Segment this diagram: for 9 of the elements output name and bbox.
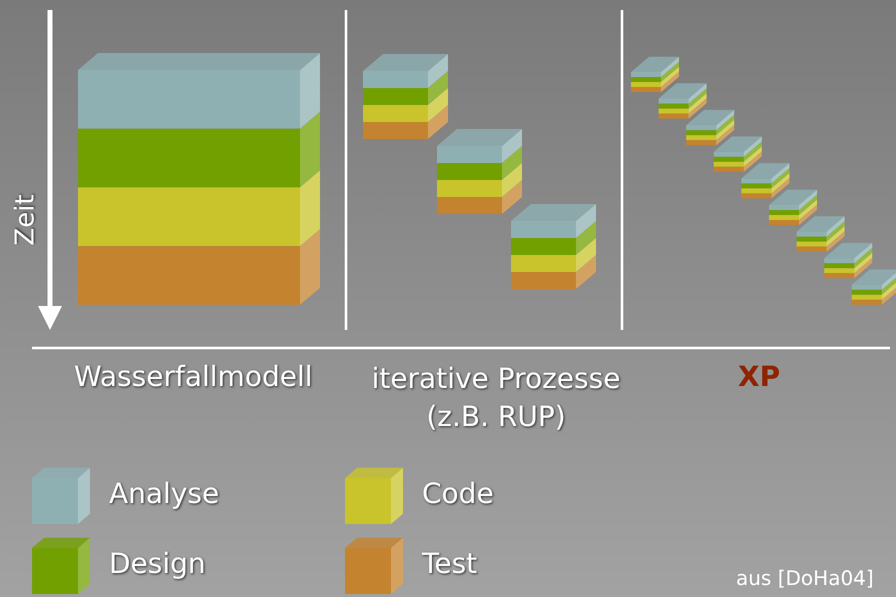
column-heading: iterative Prozesse (z.B. RUP) <box>370 361 622 435</box>
legend-label: Design <box>109 547 206 580</box>
column-heading: Wasserfallmodell <box>74 360 313 393</box>
legend-label: Analyse <box>109 477 220 510</box>
source-note: aus [DoHa04] <box>736 566 874 590</box>
column-heading: XP <box>738 360 780 393</box>
axis-label: Zeit <box>10 194 41 246</box>
legend-label: Code <box>422 477 494 510</box>
legend-label: Test <box>422 547 478 580</box>
